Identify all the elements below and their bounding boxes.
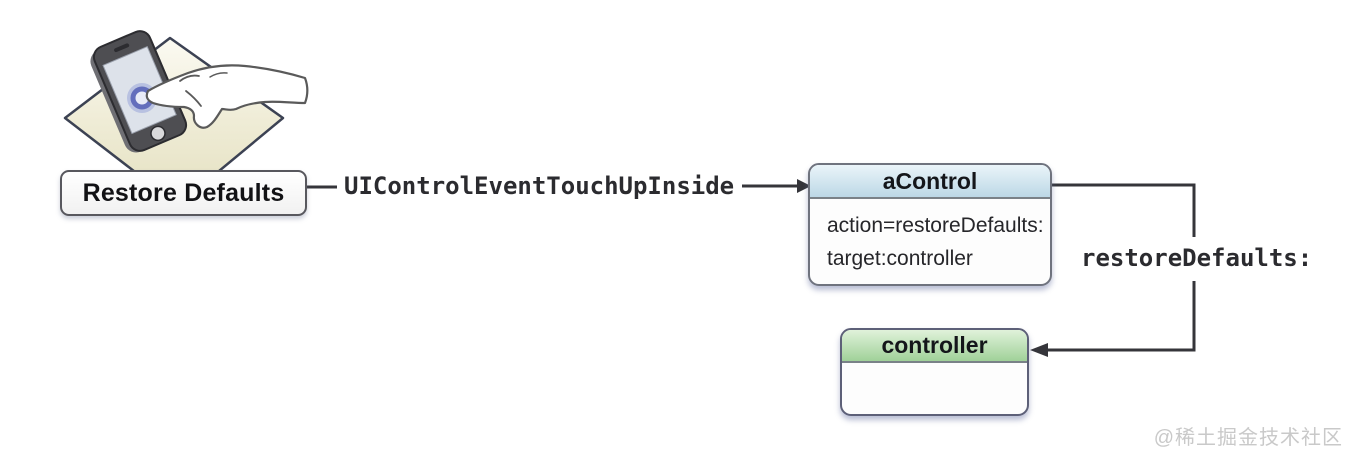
controller-header: controller bbox=[842, 330, 1027, 363]
controller-box: controller bbox=[840, 328, 1029, 416]
arrowhead-to-controller bbox=[1030, 343, 1048, 357]
hand-illustration bbox=[145, 64, 309, 129]
acontrol-box: aControl action=restoreDefaults: target:… bbox=[808, 163, 1052, 286]
arrowhead-to-acontrol bbox=[797, 179, 811, 193]
action-label: restoreDefaults: bbox=[1081, 244, 1313, 272]
phone-home-button bbox=[150, 125, 166, 142]
acontrol-title: aControl bbox=[882, 167, 978, 194]
phone-speaker bbox=[114, 43, 130, 53]
event-label: UIControlEventTouchUpInside bbox=[344, 172, 735, 200]
acontrol-action-line: action=restoreDefaults: bbox=[827, 214, 1044, 237]
connector-acontrol-down-upper bbox=[1050, 183, 1196, 237]
restore-defaults-label: Restore Defaults bbox=[82, 178, 285, 207]
acontrol-body: action=restoreDefaults: target:controlle… bbox=[810, 199, 1050, 275]
watermark-text: @稀土掘金技术社区 bbox=[1153, 427, 1343, 449]
acontrol-header: aControl bbox=[810, 165, 1050, 199]
controller-title: controller bbox=[881, 332, 988, 358]
acontrol-target-line: target:controller bbox=[827, 247, 973, 270]
finger-tap-illustration bbox=[63, 30, 309, 173]
connector-acontrol-down-lower bbox=[1046, 281, 1196, 352]
controller-body bbox=[842, 363, 1027, 373]
restore-defaults-button: Restore Defaults bbox=[60, 170, 307, 216]
